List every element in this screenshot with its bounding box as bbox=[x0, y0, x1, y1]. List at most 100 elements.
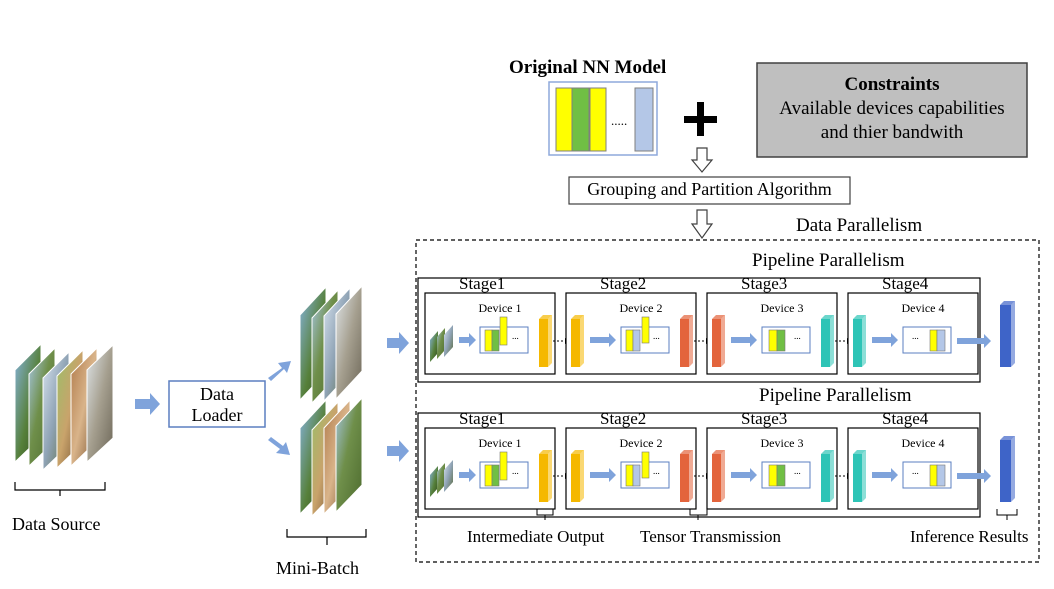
input-image bbox=[430, 331, 438, 362]
data-loader-line-2: Loader bbox=[191, 405, 243, 425]
ellipsis-icon: ... bbox=[912, 331, 919, 341]
constraints-line-1: Available devices capabilities bbox=[779, 98, 1005, 119]
layer-block bbox=[632, 329, 641, 352]
intermediate-output-bracket bbox=[536, 509, 554, 520]
flow-arrow bbox=[872, 468, 898, 482]
output-tensor bbox=[539, 450, 552, 502]
layer-block bbox=[936, 329, 946, 352]
nn-model-dots: ..... bbox=[611, 113, 628, 128]
stage-4-label: Stage4 bbox=[882, 274, 929, 293]
layer-block bbox=[491, 464, 500, 487]
output-tensor bbox=[680, 315, 693, 367]
mini-batch-stack-bottom bbox=[299, 396, 363, 518]
layer-block bbox=[936, 464, 946, 487]
data-source-image-stack bbox=[14, 342, 114, 472]
received-tensor bbox=[712, 450, 725, 502]
ellipsis-icon: ... bbox=[794, 466, 801, 476]
layer-block bbox=[641, 451, 650, 479]
inference-result-tensor bbox=[1000, 436, 1015, 502]
layer-block bbox=[768, 329, 778, 352]
layer-block bbox=[929, 464, 938, 487]
constraints-title: Constraints bbox=[844, 74, 940, 95]
device-2-label: Device 2 bbox=[619, 301, 663, 315]
ellipsis-icon: ... bbox=[653, 331, 660, 341]
received-tensor bbox=[853, 315, 866, 367]
input-image bbox=[437, 463, 445, 494]
inference-results-label: Inference Results bbox=[910, 527, 1029, 546]
data-loader-box bbox=[168, 380, 266, 428]
data-parallelism-region bbox=[415, 239, 1040, 563]
device-3-label: Device 3 bbox=[760, 301, 804, 315]
received-tensor bbox=[571, 450, 584, 502]
flow-arrow bbox=[459, 333, 476, 347]
input-image bbox=[444, 325, 453, 357]
output-tensor bbox=[539, 315, 552, 367]
layer-block bbox=[929, 329, 938, 352]
inference-result-tensor bbox=[1000, 301, 1015, 367]
device-2-label: Device 2 bbox=[619, 436, 663, 450]
layer-block bbox=[776, 464, 786, 487]
layer-block bbox=[768, 464, 778, 487]
mini-batch-stack-top bbox=[299, 284, 363, 405]
device-1-label: Device 1 bbox=[478, 301, 522, 315]
arrow-to-mini-batch-top bbox=[268, 361, 291, 381]
stage-4-label: Stage4 bbox=[882, 409, 929, 428]
ellipsis-icon: ... bbox=[912, 466, 919, 476]
mini-batch-brace bbox=[286, 529, 367, 545]
arrow-into-pipeline-2 bbox=[387, 440, 409, 462]
layer-block bbox=[499, 451, 508, 481]
layer-block bbox=[641, 316, 650, 344]
plus-icon bbox=[684, 102, 717, 136]
nn-model-title: Original NN Model bbox=[509, 57, 667, 78]
arrow-to-data-loader bbox=[135, 393, 160, 415]
intermediate-output-label: Intermediate Output bbox=[467, 527, 605, 546]
output-tensor bbox=[821, 315, 834, 367]
input-image bbox=[444, 460, 453, 492]
flow-arrow bbox=[731, 468, 757, 482]
pipeline-2: ............ bbox=[417, 412, 1015, 518]
tensor-transmission-label: Tensor Transmission bbox=[640, 527, 781, 546]
mini-batch-label: Mini-Batch bbox=[276, 558, 359, 578]
result-arrow bbox=[957, 469, 991, 483]
device-1-label: Device 1 bbox=[478, 436, 522, 450]
result-arrow bbox=[957, 334, 991, 348]
data-source-label: Data Source bbox=[12, 514, 101, 534]
flow-arrow bbox=[872, 333, 898, 347]
input-image bbox=[437, 328, 445, 359]
constraints-line-2: and thier bandwith bbox=[820, 122, 964, 143]
device-4-label: Device 4 bbox=[901, 301, 945, 315]
layer-block bbox=[776, 329, 786, 352]
flow-arrow bbox=[731, 333, 757, 347]
layer-block bbox=[625, 329, 634, 352]
data-parallelism-label: Data Parallelism bbox=[796, 215, 923, 236]
data-source-brace bbox=[14, 482, 106, 496]
stage-1-label: Stage1 bbox=[459, 409, 506, 428]
inference-results-bracket bbox=[996, 509, 1018, 520]
pipeline-1-label: Pipeline Parallelism bbox=[752, 250, 905, 271]
stage-2-label: Stage2 bbox=[600, 409, 647, 428]
layer-block bbox=[625, 464, 634, 487]
algorithm-box-border bbox=[568, 176, 851, 205]
nn-model-diagram bbox=[548, 81, 658, 156]
flow-arrow bbox=[590, 468, 616, 482]
received-tensor bbox=[571, 315, 584, 367]
layer-block bbox=[632, 464, 641, 487]
layer-block bbox=[499, 316, 508, 346]
layer-block bbox=[484, 464, 493, 487]
pipeline-1: ............ bbox=[417, 277, 1015, 383]
constraints-box-bg bbox=[756, 62, 1028, 158]
pipeline-2-label: Pipeline Parallelism bbox=[759, 385, 912, 406]
stage-3-label: Stage3 bbox=[741, 274, 788, 293]
received-tensor bbox=[712, 315, 725, 367]
stage-2-label: Stage2 bbox=[600, 274, 647, 293]
input-image bbox=[430, 466, 438, 497]
ellipsis-icon: ... bbox=[512, 466, 519, 476]
layer-block bbox=[491, 329, 500, 352]
device-4-label: Device 4 bbox=[901, 436, 945, 450]
layer-block bbox=[484, 329, 493, 352]
ellipsis-icon: ... bbox=[794, 331, 801, 341]
algorithm-label: Grouping and Partition Algorithm bbox=[587, 179, 832, 199]
stage-1-label: Stage1 bbox=[459, 274, 506, 293]
output-tensor bbox=[821, 450, 834, 502]
